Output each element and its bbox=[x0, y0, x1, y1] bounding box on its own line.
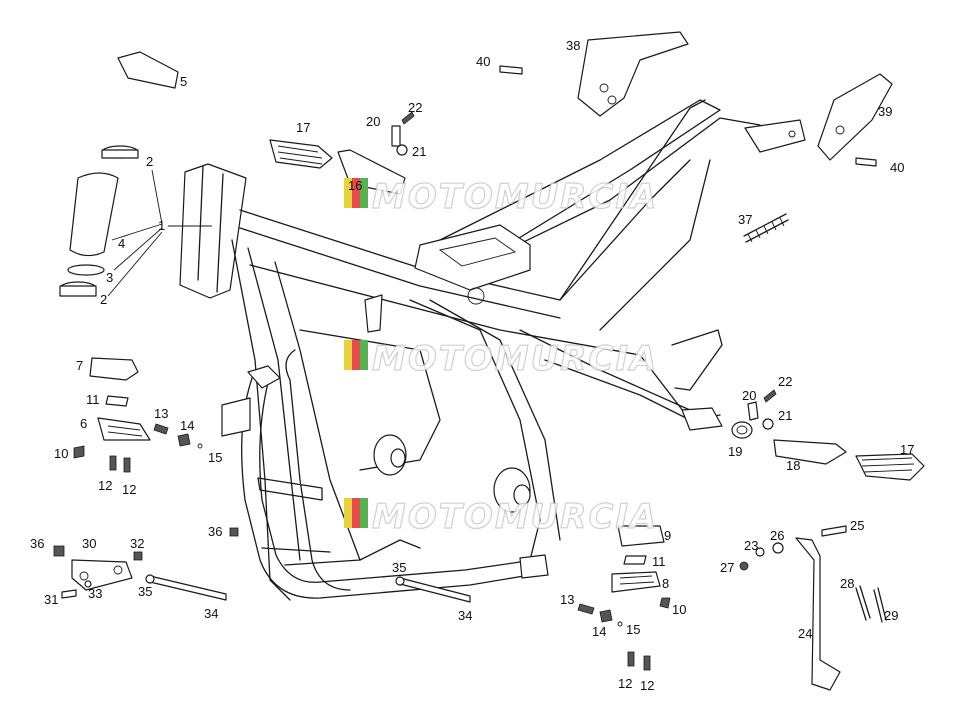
callout-36: 36 bbox=[208, 524, 222, 539]
callout-35: 35 bbox=[138, 584, 152, 599]
callout-15: 15 bbox=[208, 450, 222, 465]
clip-11b bbox=[623, 555, 647, 565]
callout-12: 12 bbox=[618, 676, 632, 691]
callout-17: 17 bbox=[900, 442, 914, 457]
callout-2: 2 bbox=[100, 292, 107, 307]
steering-head-tube bbox=[179, 163, 247, 299]
clip-11 bbox=[105, 395, 129, 407]
callout-5: 5 bbox=[180, 74, 187, 89]
callout-28: 28 bbox=[840, 576, 854, 591]
callout-22: 22 bbox=[778, 374, 792, 389]
callout-25: 25 bbox=[850, 518, 864, 533]
spring-28 bbox=[855, 585, 871, 621]
left-footpeg-assembly bbox=[73, 357, 203, 473]
callout-26: 26 bbox=[770, 528, 784, 543]
callout-32: 32 bbox=[130, 536, 144, 551]
callout-13: 13 bbox=[154, 406, 168, 421]
rubber-17-left bbox=[269, 139, 333, 169]
callout-labels: 1 2 2 3 4 5 6 7 8 9 10 10 11 11 12 12 12… bbox=[30, 38, 914, 693]
callout-18: 18 bbox=[786, 458, 800, 473]
bearing-cover-5 bbox=[117, 51, 179, 89]
engine-mount-plates bbox=[53, 527, 471, 603]
watermark-1: MOTOMURCIA bbox=[344, 176, 658, 218]
callout-11: 11 bbox=[86, 392, 100, 407]
callout-15: 15 bbox=[626, 622, 640, 637]
callout-4: 4 bbox=[118, 236, 125, 251]
bracket-18 bbox=[773, 439, 847, 465]
callout-38: 38 bbox=[566, 38, 580, 53]
callout-8: 8 bbox=[662, 576, 669, 591]
callout-9: 9 bbox=[664, 528, 671, 543]
guard-39 bbox=[817, 73, 893, 161]
callout-12: 12 bbox=[122, 482, 136, 497]
callout-20: 20 bbox=[742, 388, 756, 403]
callout-3: 3 bbox=[106, 270, 113, 285]
callout-34: 34 bbox=[204, 606, 218, 621]
watermark-text: MOTOMURCIA bbox=[372, 497, 658, 537]
callout-35: 35 bbox=[392, 560, 406, 575]
callout-12: 12 bbox=[640, 678, 654, 693]
callout-13: 13 bbox=[560, 592, 574, 607]
peg-8 bbox=[611, 571, 661, 593]
callout-11: 11 bbox=[652, 554, 666, 569]
battery-tray bbox=[414, 224, 531, 291]
watermark-2: MOTOMURCIA bbox=[344, 338, 658, 380]
steering-bearings bbox=[59, 51, 179, 297]
callout-14: 14 bbox=[592, 624, 606, 639]
main-frame bbox=[179, 99, 806, 601]
callout-14: 14 bbox=[180, 418, 194, 433]
callout-1: 1 bbox=[158, 218, 165, 233]
callout-10: 10 bbox=[54, 446, 68, 461]
callout-6: 6 bbox=[80, 416, 87, 431]
side-stand bbox=[739, 525, 887, 691]
callout-24: 24 bbox=[798, 626, 812, 641]
callout-12: 12 bbox=[98, 478, 112, 493]
rubber-17-right bbox=[855, 453, 925, 481]
callout-36: 36 bbox=[30, 536, 44, 551]
callout-34: 34 bbox=[458, 608, 472, 623]
callout-7: 7 bbox=[76, 358, 83, 373]
callout-23: 23 bbox=[744, 538, 758, 553]
callout-17: 17 bbox=[296, 120, 310, 135]
rubber-9 bbox=[617, 525, 665, 547]
callout-37: 37 bbox=[738, 212, 752, 227]
callout-20: 20 bbox=[366, 114, 380, 129]
callout-19: 19 bbox=[728, 444, 742, 459]
callout-21: 21 bbox=[412, 144, 426, 159]
peg-6 bbox=[97, 417, 151, 441]
stand-24 bbox=[795, 537, 841, 691]
callout-29: 29 bbox=[884, 608, 898, 623]
callout-2: 2 bbox=[146, 154, 153, 169]
watermark-text: MOTOMURCIA bbox=[372, 339, 658, 379]
sleeve-4 bbox=[69, 172, 119, 257]
rear-mount-plate bbox=[744, 119, 806, 153]
callout-21: 21 bbox=[778, 408, 792, 423]
bolt-34-left bbox=[149, 575, 227, 601]
callout-40: 40 bbox=[890, 160, 904, 175]
rubber-7 bbox=[89, 357, 139, 381]
ring-3 bbox=[67, 264, 105, 276]
guard-38 bbox=[577, 31, 689, 117]
callout-30: 30 bbox=[82, 536, 96, 551]
leader-lines bbox=[107, 169, 212, 297]
callout-27: 27 bbox=[720, 560, 734, 575]
callout-16: 16 bbox=[348, 178, 362, 193]
callout-33: 33 bbox=[88, 586, 102, 601]
watermark-3: MOTOMURCIA bbox=[344, 496, 658, 538]
spring-29 bbox=[873, 587, 887, 623]
callout-39: 39 bbox=[878, 104, 892, 119]
right-footpeg-assembly bbox=[577, 525, 671, 671]
callout-10: 10 bbox=[672, 602, 686, 617]
rear-components bbox=[499, 31, 893, 243]
callout-31: 31 bbox=[44, 592, 58, 607]
callout-40: 40 bbox=[476, 54, 490, 69]
watermark-text: MOTOMURCIA bbox=[372, 177, 658, 217]
callout-22: 22 bbox=[408, 100, 422, 115]
